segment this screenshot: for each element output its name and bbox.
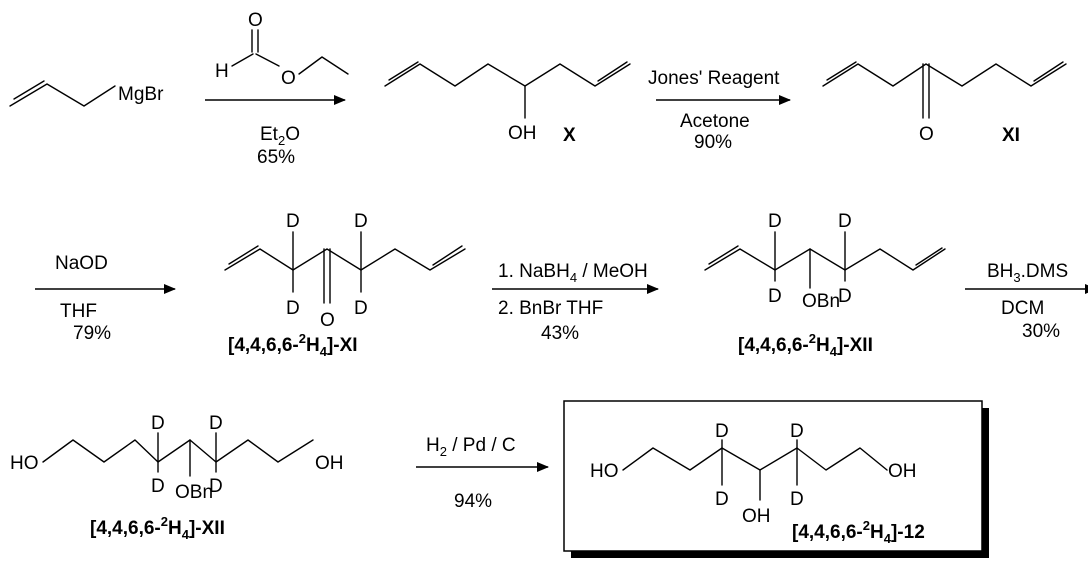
step5-yield: 30% (1022, 321, 1060, 342)
deuterated-xi-structure: O D D D D (224, 211, 466, 331)
deuterated-xii-diol-label: [4,4,6,6-2H4]-XII (90, 514, 225, 542)
compound-x-label: X (563, 125, 576, 146)
deuterium-label: D (286, 211, 300, 232)
diol-ho-label: HO (10, 453, 39, 474)
compound-xi-o-label: O (919, 124, 934, 145)
deuterium-label: D (209, 413, 223, 434)
deuterated-xii-obn-label: OBn (802, 291, 840, 312)
deuterated-xii-diol-structure: HO OH OBn D D D D (10, 413, 344, 503)
deuterium-label: D (354, 298, 368, 319)
step4-reagent1: 1. NaBH4 / MeOH (498, 261, 648, 285)
deuterated-xii-diene-label: [4,4,6,6-2H4]-XII (738, 331, 873, 359)
deuterated-xi-label: [4,4,6,6-2H4]-XI (228, 331, 358, 359)
compound-xi-label: XI (1002, 125, 1020, 146)
deuterium-label: D (715, 489, 729, 510)
step6-reagent: H2 / Pd / C (426, 435, 516, 459)
mgbr-label: MgBr (118, 84, 164, 105)
diol-oh-label: OH (315, 453, 344, 474)
formate-ester-o-label: O (281, 68, 296, 89)
deuterium-label: D (354, 211, 368, 232)
product-12-label: [4,4,6,6-2H4]-12 (792, 518, 925, 546)
step3-yield: 79% (73, 323, 111, 344)
deuterium-label: D (151, 413, 165, 434)
deuterated-xii-diene-structure: OBn D D D D (704, 211, 946, 312)
formate-carbonyl-o-label: O (248, 10, 263, 31)
deuterium-label: D (209, 476, 223, 497)
step3-solvent: THF (60, 301, 97, 322)
product-oh-label: OH (888, 461, 917, 482)
compound-xi-structure: O (822, 61, 1067, 145)
step1-yield: 65% (257, 147, 295, 168)
step5-solvent: DCM (1001, 298, 1044, 319)
step5-reagent: BH3.DMS (987, 261, 1068, 285)
compound-x-oh-label: OH (508, 123, 537, 144)
step4-reagent2: 2. BnBr THF (498, 298, 603, 319)
step2-reagent: Jones' Reagent (648, 68, 780, 89)
deuterium-label: D (838, 286, 852, 307)
step2-yield: 90% (694, 132, 732, 153)
deuterium-label: D (790, 489, 804, 510)
product-box (563, 400, 983, 552)
deuterium-label: D (151, 476, 165, 497)
deuterium-label: D (715, 421, 729, 442)
ethyl-formate-structure: H O O (215, 10, 349, 89)
step2-solvent: Acetone (680, 111, 750, 132)
deuterium-label: D (768, 211, 782, 232)
step1-solvent: Et2O (260, 124, 300, 148)
deuterium-label: D (790, 421, 804, 442)
product-ho-label: HO (590, 461, 619, 482)
deuterium-label: D (286, 298, 300, 319)
formate-h-label: H (215, 61, 229, 82)
product-12-structure: HO OH OH D D D D (590, 421, 917, 527)
butenyl-grignard-structure: MgBr (9, 80, 164, 107)
deuterium-label: D (838, 211, 852, 232)
compound-x-structure: OH (384, 61, 631, 144)
step4-yield: 43% (541, 323, 579, 344)
product-center-oh-label: OH (742, 506, 771, 527)
diol-obn-label: OBn (175, 482, 213, 503)
deuterated-xi-o-label: O (320, 310, 335, 331)
step6-yield: 94% (454, 491, 492, 512)
step3-reagent: NaOD (55, 253, 108, 274)
deuterium-label: D (768, 286, 782, 307)
